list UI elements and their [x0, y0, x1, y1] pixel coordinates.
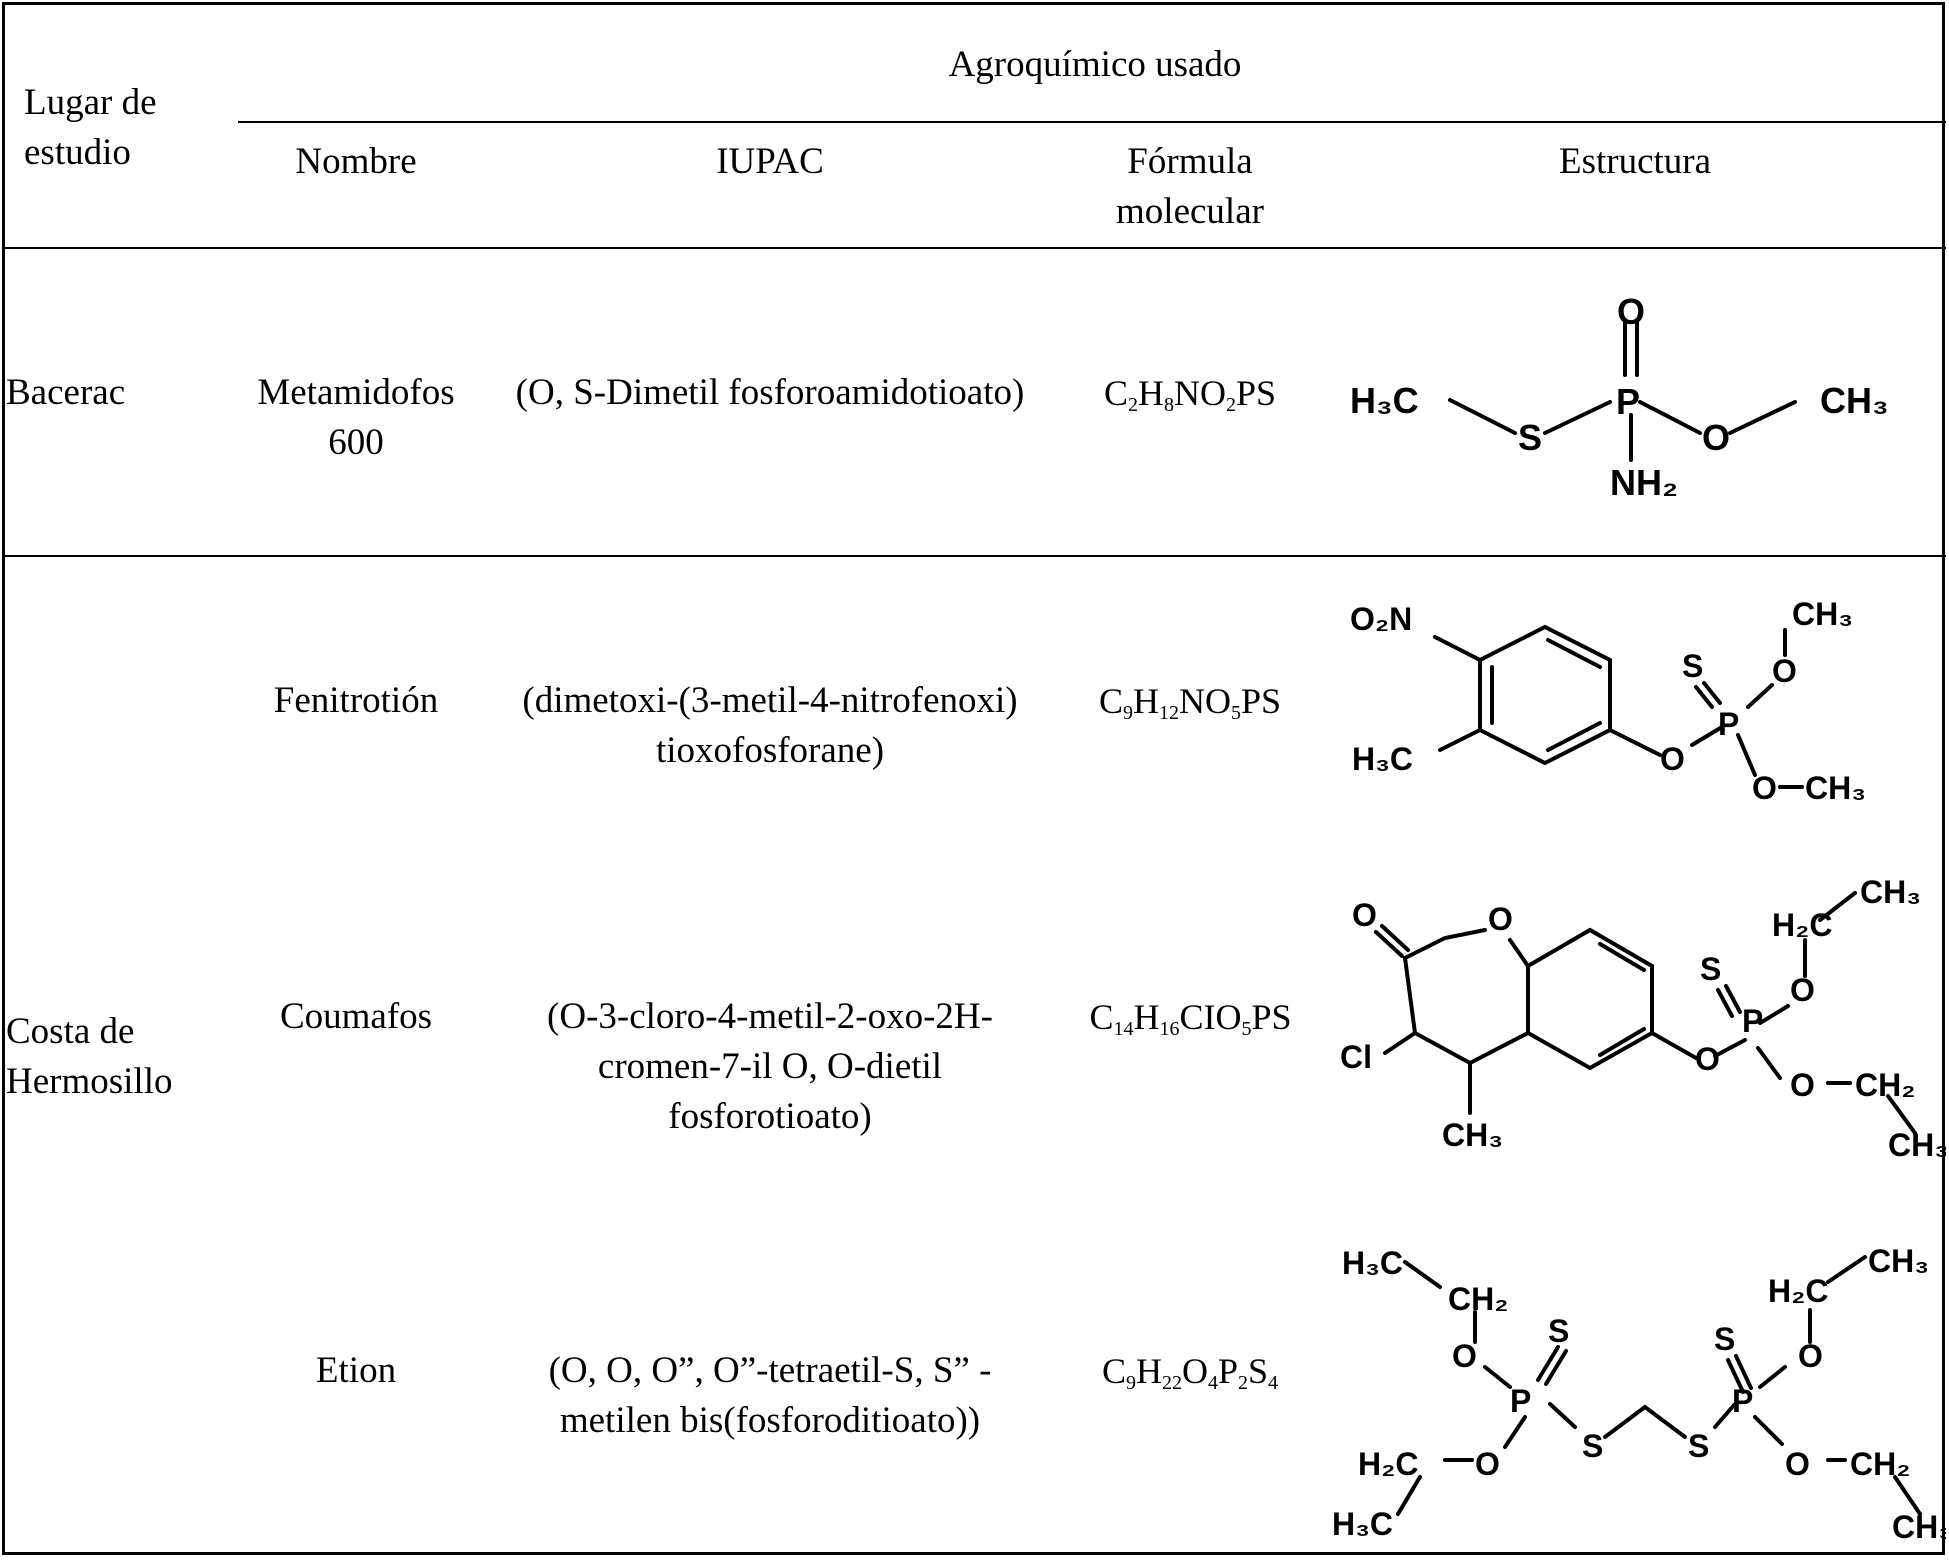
header-group-rule [238, 121, 1946, 123]
h2c-label: H₂C [1358, 1446, 1418, 1482]
header-iupac: IUPAC [716, 141, 824, 182]
p-label: P [1732, 1383, 1753, 1419]
row-formula: C14H16CIO5PS [1089, 997, 1292, 1040]
row-formula: C9H12NO5PS [1098, 681, 1282, 724]
header-bottom-rule [4, 247, 1946, 249]
h3c-label: H₃C [1350, 380, 1419, 421]
row-name: Metamidofos 600 [257, 372, 455, 463]
row-iupac: (O, S-Dimetil fosforoamidotioato) [515, 372, 1025, 413]
o-label: O [1660, 741, 1685, 777]
h3c-label: H₃C [1342, 1245, 1403, 1281]
site-bacerac: Bacerac [6, 372, 126, 413]
p-label: P [1718, 706, 1739, 742]
s-label: S [1688, 1428, 1709, 1464]
etion-structure-image: H₃C CH₂ O S P O H₂C H₃C S S P S O H₂C CH… [1332, 1243, 1946, 1545]
o-label: O [1452, 1338, 1477, 1374]
o-label: O [1752, 770, 1777, 806]
s-label: S [1714, 1321, 1735, 1357]
o-label: O [1785, 1446, 1810, 1482]
fenitrotion-structure-image: O₂N H₃C O P S O CH₃ O CH₃ [1350, 596, 1866, 806]
header-site: Lugar de estudio [24, 82, 157, 173]
coumafos-structure-image: O O Cl CH₃ O P S O H₂C CH₃ O CH₂ CH₃ [1340, 874, 1946, 1163]
metamidofos-structure-image: H₃C S P O O CH₃ NH₂ [1350, 291, 1889, 503]
ch3-label: CH₃ [1892, 1509, 1946, 1545]
h2c-label: H₂C [1772, 907, 1832, 943]
ch2-label: CH₂ [1850, 1446, 1910, 1482]
row-name: Fenitrotión [273, 680, 439, 721]
o-label: O [1790, 1067, 1815, 1103]
o-label: O [1772, 653, 1797, 689]
ch3-label: CH₃ [1805, 770, 1866, 806]
site-costa-de-hermosillo: Costa de Hermosillo [6, 1011, 173, 1102]
bacerac-section-rule [4, 555, 1946, 557]
o-carbonyl-label: O [1352, 897, 1377, 933]
row-iupac: (O, O, O”, O”-tetraetil-S, S” -metilen b… [548, 1350, 992, 1441]
s-label: S [1518, 417, 1542, 458]
h3c-label: H₃C [1332, 1506, 1393, 1542]
o-label: O [1790, 972, 1815, 1008]
o-label: O [1475, 1446, 1500, 1482]
row-name: Etion [315, 1350, 397, 1391]
ch2-label: CH₂ [1855, 1067, 1915, 1103]
row-formula: C9H22O4P2S4 [1101, 1351, 1279, 1394]
o-double-label: O [1617, 291, 1645, 332]
ch3-label: CH₃ [1868, 1243, 1929, 1279]
s-label: S [1582, 1428, 1603, 1464]
o-label: O [1798, 1338, 1823, 1374]
header-formula: Fórmula molecular [1116, 141, 1264, 232]
s-label: S [1700, 951, 1721, 987]
ch3-label: CH₃ [1820, 380, 1889, 421]
row-formula: C2H8NO2PS [1103, 373, 1277, 416]
row-iupac: (dimetoxi-(3-metil-4-nitrofenoxi) tioxof… [522, 680, 1018, 771]
s-label: S [1548, 1313, 1569, 1349]
p-label: P [1616, 381, 1640, 422]
p-label: P [1742, 1003, 1763, 1039]
ch3-label: CH₃ [1442, 1117, 1503, 1153]
ch3-label: CH₃ [1888, 1127, 1946, 1163]
cl-label: Cl [1340, 1039, 1372, 1075]
o-ring-label: O [1488, 901, 1513, 937]
header-group: Agroquímico usado [948, 44, 1242, 85]
ch3-label: CH₃ [1792, 596, 1853, 632]
ch2-label: CH₂ [1448, 1281, 1508, 1317]
ch3-label: CH₃ [1860, 874, 1921, 910]
h3c-label: H₃C [1352, 741, 1413, 777]
header-name: Nombre [295, 141, 417, 182]
o-label: O [1702, 417, 1730, 458]
o-label: O [1695, 1041, 1720, 1077]
h2c-label: H₂C [1768, 1273, 1828, 1309]
row-name: Coumafos [279, 996, 433, 1037]
row-iupac: (O-3-cloro-4-metil-2-oxo-2H-cromen-7-il … [547, 996, 993, 1137]
header-structure: Estructura [1558, 141, 1712, 182]
nh2-label: NH₂ [1610, 462, 1678, 503]
o2n-label: O₂N [1350, 601, 1412, 637]
s-label: S [1682, 648, 1703, 684]
p-label: P [1510, 1383, 1531, 1419]
